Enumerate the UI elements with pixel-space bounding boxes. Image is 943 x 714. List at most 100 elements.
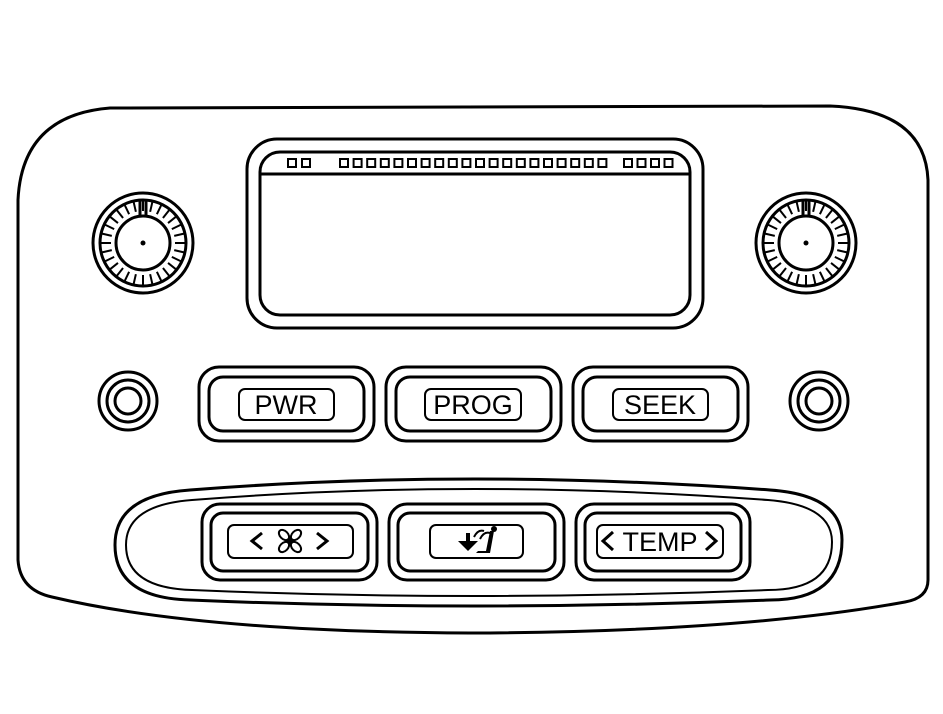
temp-increase-chevron-icon [704,530,719,552]
display-segment [543,158,553,168]
seat-button[interactable] [387,502,566,582]
pwr-label: PWR [255,390,318,420]
knob-grip-tick [155,204,163,215]
display-segment [434,158,445,168]
knob-grip-tick [830,216,840,224]
display-segment [529,158,540,168]
display-segment [636,158,647,168]
knob-grip-tick [836,249,848,254]
pwr-button[interactable]: PWR [197,365,376,443]
display-segment [461,158,472,168]
left-knob-center-dot [140,240,146,246]
right-knob-center-dot [803,240,809,246]
climate-pod-outer [113,477,844,608]
fan-icon [277,528,303,554]
knob-grip-tick [825,209,833,219]
display-segment [447,158,458,168]
seek-label: SEEK [624,390,696,420]
display-segment [287,158,297,168]
knob-grip-tick [162,209,170,219]
knob-grip-tick [173,232,185,237]
display-segment-row [287,158,674,168]
display-segment [488,158,499,168]
display-segment [475,158,485,168]
display-segment [502,158,513,168]
knob-grip-tick [101,232,113,237]
knob-grip-tick [167,262,177,270]
display-segment [597,158,608,168]
display-segment [650,158,660,168]
display-screen [258,150,692,317]
knob-grip-tick [116,209,124,219]
knob-grip-tick [149,273,154,285]
right-round-button[interactable] [788,370,850,432]
knob-grip-tick [834,255,845,263]
display-segment [393,158,404,168]
fan-button[interactable] [200,502,379,582]
display-segment [420,158,431,168]
display-segment [407,158,417,168]
display-segment [339,158,349,168]
knob-grip-tick [171,255,182,263]
knob-grip-tick [764,249,776,254]
knob-grip-tick [123,204,131,215]
knob-grip-tick [786,271,794,282]
left-knob[interactable] [91,191,195,295]
heated-seat-icon [458,526,497,553]
knob-grip-tick [795,201,800,213]
knob-grip-tick [109,216,119,224]
knob-grip-tick [116,267,124,277]
knob-grip-tick [104,255,115,263]
display-segment [301,158,311,168]
knob-grip-tick [786,204,794,215]
knob-grip-tick [812,273,817,285]
right-knob[interactable] [754,191,858,295]
knob-grip-tick [818,271,826,282]
display-segment [352,158,363,168]
knob-grip-tick [767,223,778,231]
display-segment [663,158,674,168]
display-segment [583,158,594,168]
knob-grip-tick [171,223,182,231]
knob-grip-tick [149,201,154,213]
knob-grip-tick [155,271,163,282]
temp-button[interactable]: TEMP [574,502,752,582]
knob-grip-tick [825,267,833,277]
knob-grip-tick [812,201,817,213]
display-segment [623,158,633,168]
knob-grip-tick [132,273,137,285]
knob-grip-tick [830,262,840,270]
temp-decrease-chevron-icon [600,530,615,552]
knob-grip-tick [767,255,778,263]
display-segment [570,158,581,168]
fan-decrease-chevron-icon [249,531,263,551]
prog-button[interactable]: PROG [384,365,563,443]
knob-grip-tick [795,273,800,285]
display-segment [556,158,567,168]
knob-grip-tick [772,262,782,270]
knob-grip-tick [779,209,787,219]
display-segment [515,158,526,168]
display-bezel [245,137,705,330]
left-round-button[interactable] [97,370,159,432]
seek-button[interactable]: SEEK [571,365,750,443]
display-segment [379,158,390,168]
fan-increase-chevron-icon [316,531,330,551]
knob-grip-tick [132,201,137,213]
prog-label: PROG [433,390,513,420]
knob-grip-tick [173,249,185,254]
display-segment [366,158,377,168]
knob-grip-tick [772,216,782,224]
knob-grip-tick [764,232,776,237]
temp-label: TEMP [622,527,697,557]
knob-grip-tick [834,223,845,231]
knob-grip-tick [167,216,177,224]
knob-grip-tick [123,271,131,282]
climate-pod-inner [124,488,834,597]
knob-grip-tick [162,267,170,277]
knob-grip-tick [101,249,113,254]
knob-grip-tick [836,232,848,237]
panel-housing [16,104,930,635]
knob-grip-tick [109,262,119,270]
